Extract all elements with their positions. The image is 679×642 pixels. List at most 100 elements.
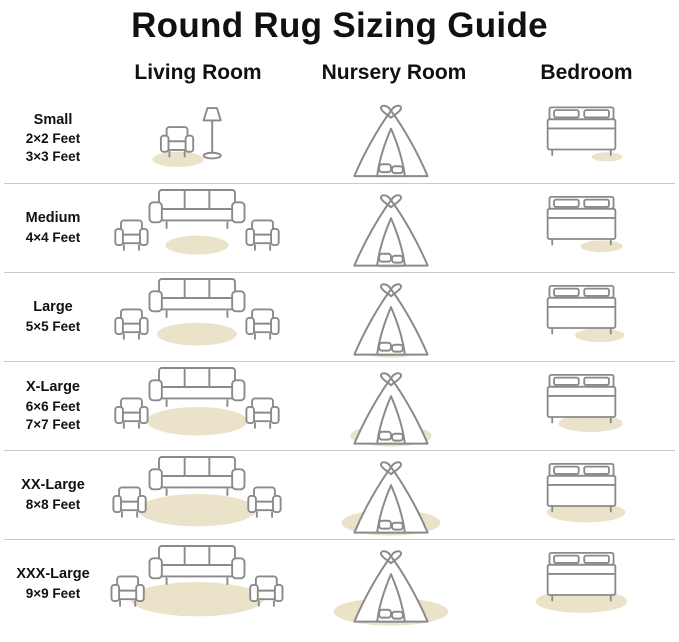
armchair-icon	[249, 575, 284, 607]
size-dimension: 9×9 Feet	[25, 585, 81, 601]
size-name: XX-Large	[21, 477, 85, 494]
bed-icon	[546, 462, 617, 513]
living-room-cell	[102, 273, 292, 361]
armchair-icon	[245, 219, 280, 251]
nursery-room-scene	[350, 372, 432, 447]
rug-oval	[146, 406, 248, 436]
rug-oval	[152, 151, 204, 167]
column-headers: Living Room Nursery Room Bedroom	[0, 52, 679, 94]
rug-oval	[558, 414, 623, 433]
armchair-icon	[247, 486, 282, 518]
armchair-icon	[114, 397, 149, 429]
bedroom-cell	[490, 451, 673, 539]
size-row-xx-large: XX-Large 8×8 Feet	[4, 450, 675, 539]
armchair-icon	[112, 486, 147, 518]
row-label: X-Large 6×6 Feet 7×7 Feet	[4, 362, 102, 450]
size-dimension: 2×2 Feet	[25, 131, 81, 147]
floor-lamp-icon	[202, 107, 222, 160]
size-row-medium: Medium 4×4 Feet	[4, 183, 675, 272]
living-room-cell	[102, 184, 292, 272]
sofa-icon	[148, 367, 246, 407]
sofa-icon	[148, 189, 246, 229]
rug-oval	[130, 582, 264, 617]
size-dimension: 5×5 Feet	[25, 318, 81, 334]
size-dimension: 8×8 Feet	[25, 496, 81, 512]
bedroom-cell	[490, 362, 673, 450]
bedroom-cell	[490, 184, 673, 272]
nursery-room-scene	[353, 194, 429, 268]
bed-icon	[546, 551, 617, 602]
size-name: XXX-Large	[16, 566, 90, 583]
living-room-scene	[112, 456, 282, 527]
row-label: Medium 4×4 Feet	[4, 184, 102, 272]
bedroom-scene	[546, 462, 626, 523]
rug-oval	[591, 152, 623, 162]
size-dimension: 3×3 Feet	[25, 149, 81, 165]
nursery-room-cell	[292, 273, 490, 361]
bedroom-scene	[546, 106, 623, 162]
nursery-room-scene	[353, 104, 429, 178]
living-room-scene	[114, 367, 280, 436]
rug-oval	[546, 502, 626, 523]
bedroom-cell	[490, 273, 673, 361]
sofa-icon	[148, 278, 246, 318]
play-tent-icon	[353, 104, 429, 178]
size-dimension: 4×4 Feet	[25, 229, 81, 245]
living-room-scene	[110, 545, 284, 617]
armchair-icon	[114, 308, 149, 340]
size-name: Medium	[25, 210, 81, 227]
rug-oval	[138, 494, 256, 527]
bedroom-scene	[546, 195, 623, 253]
bedroom-cell	[490, 540, 673, 628]
nursery-room-cell	[292, 540, 490, 628]
armchair-icon	[110, 575, 145, 607]
nursery-room-cell	[292, 184, 490, 272]
nursery-room-scene	[353, 283, 429, 358]
bedroom-cell	[490, 94, 673, 183]
size-name: X-Large	[26, 379, 80, 395]
sofa-icon	[148, 456, 246, 496]
living-room-cell	[102, 362, 292, 450]
armchair-icon	[114, 219, 149, 251]
row-label: Small 2×2 Feet 3×3 Feet	[4, 94, 102, 183]
bedroom-scene	[535, 551, 628, 613]
rug-oval	[157, 322, 237, 346]
page-title: Round Rug Sizing Guide	[131, 6, 548, 45]
armchair-icon	[245, 308, 280, 340]
row-label: XXX-Large 9×9 Feet	[4, 540, 102, 628]
living-room-cell	[102, 451, 292, 539]
bed-icon	[546, 106, 617, 156]
rug-oval	[575, 328, 625, 343]
play-tent-icon	[353, 372, 429, 445]
armchair-icon	[245, 397, 280, 429]
column-header-bedroom: Bedroom	[540, 61, 633, 84]
bed-icon	[546, 373, 617, 424]
size-name: Small	[33, 111, 73, 128]
play-tent-icon	[353, 194, 429, 267]
rug-oval	[580, 240, 623, 253]
bed-icon	[546, 284, 617, 335]
bedroom-scene	[546, 373, 623, 433]
play-tent-icon	[353, 461, 429, 534]
living-room-scene	[152, 107, 222, 167]
nursery-room-cell	[292, 451, 490, 539]
living-room-cell	[102, 94, 292, 183]
living-room-scene	[114, 189, 280, 255]
size-row-x-large: X-Large 6×6 Feet 7×7 Feet	[4, 361, 675, 450]
size-row-large: Large 5×5 Feet	[4, 272, 675, 361]
size-row-xxx-large: XXX-Large 9×9 Feet	[4, 539, 675, 628]
column-header-living-room: Living Room	[134, 61, 262, 84]
bed-icon	[546, 195, 617, 246]
nursery-room-cell	[292, 362, 490, 450]
size-name: Large	[33, 299, 73, 316]
size-rows: Small 2×2 Feet 3×3 Feet	[0, 94, 679, 642]
row-label: Large 5×5 Feet	[4, 273, 102, 361]
rug-oval	[165, 235, 229, 255]
nursery-room-scene	[333, 550, 449, 626]
nursery-room-scene	[341, 461, 441, 536]
size-row-small: Small 2×2 Feet 3×3 Feet	[4, 94, 675, 183]
play-tent-icon	[353, 283, 429, 356]
living-room-cell	[102, 540, 292, 628]
size-dimension: 6×6 Feet	[25, 398, 81, 414]
